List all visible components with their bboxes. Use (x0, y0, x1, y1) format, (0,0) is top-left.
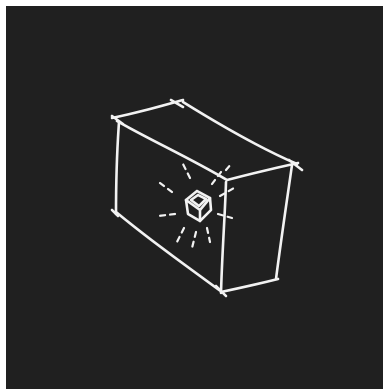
light-cube (186, 191, 211, 221)
box-outline (112, 100, 302, 296)
